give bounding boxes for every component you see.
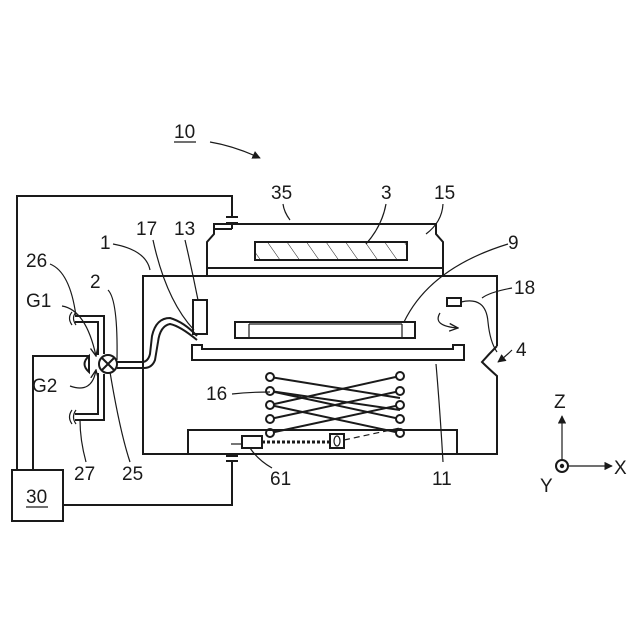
flow-arrow [438, 313, 458, 328]
leader-2 [108, 290, 117, 360]
leader-15 [426, 204, 443, 234]
leader-27 [80, 420, 86, 462]
supply-break-bottom [70, 410, 77, 424]
label-controller-30: 30 [26, 487, 47, 508]
leader-G2 [70, 370, 96, 388]
label-13: 13 [174, 219, 195, 240]
label-17: 17 [136, 219, 157, 240]
outlet-18 [447, 298, 461, 306]
leader-G1 [62, 306, 96, 356]
label-device-10: 10 [174, 122, 195, 143]
label-4: 4 [516, 340, 527, 361]
substrate-3 [255, 242, 407, 260]
leader-35 [283, 204, 290, 220]
label-3: 3 [381, 183, 392, 204]
label-35: 35 [271, 183, 292, 204]
leader-25 [110, 372, 130, 462]
label-27: 27 [74, 464, 95, 485]
supply-break-top [70, 312, 77, 325]
label-26: 26 [26, 251, 47, 272]
label-18: 18 [514, 278, 535, 299]
label-15: 15 [434, 183, 455, 204]
label-11: 11 [432, 469, 452, 490]
leader-9 [404, 244, 508, 322]
label-61: 61 [270, 469, 291, 490]
label-9: 9 [508, 233, 519, 254]
block-13 [193, 300, 207, 334]
label-axis-y: Y [540, 476, 553, 497]
label-G2: G2 [32, 376, 57, 397]
stage-tray [192, 345, 464, 360]
leader-11 [436, 364, 443, 462]
drive-roller [334, 436, 340, 446]
leader-61 [250, 448, 272, 468]
bellows-16 [266, 372, 404, 437]
label-1: 1 [100, 233, 111, 254]
label-25: 25 [122, 464, 143, 485]
inlet-pipe [117, 318, 197, 362]
outlet-18-line [461, 301, 497, 352]
label-16: 16 [206, 384, 227, 405]
leader-26 [50, 264, 76, 316]
label-axis-x: X [614, 458, 627, 479]
leader-1 [113, 244, 150, 270]
axis-y-dot [560, 464, 564, 468]
leader-10 [210, 142, 260, 158]
leader-4 [498, 350, 512, 362]
leader-16 [232, 392, 270, 394]
leader-13 [185, 240, 198, 300]
label-axis-z: Z [554, 392, 566, 413]
supply-line-27-b [75, 373, 98, 414]
valve-actuator [85, 356, 90, 372]
drive-motor [242, 436, 262, 448]
chamber-wall [143, 276, 497, 454]
label-2: 2 [90, 272, 101, 293]
label-G1: G1 [26, 291, 51, 312]
